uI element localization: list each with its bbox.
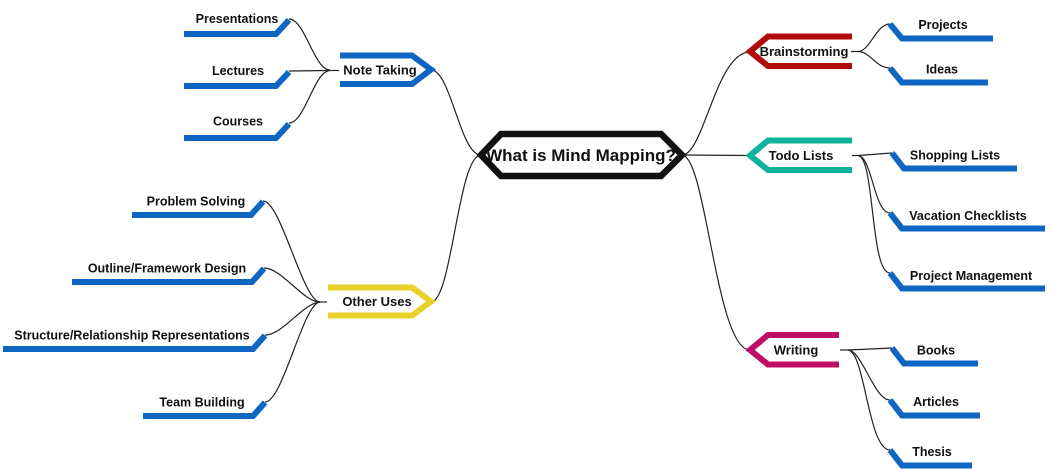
leaf-problem-solving[interactable]: Problem Solving xyxy=(132,195,266,218)
center-topic[interactable]: What is Mind Mapping? xyxy=(476,130,687,180)
leaf-thesis-underline[interactable] xyxy=(887,448,972,469)
connector-writing-to-articles xyxy=(847,349,891,401)
leaf-outline-framework-design[interactable]: Outline/Framework Design xyxy=(72,262,267,285)
branch-other-uses-label[interactable]: Other Uses xyxy=(342,294,411,309)
connector-note-taking-to-lectures xyxy=(288,69,331,72)
leaf-team-building-underline[interactable] xyxy=(143,400,268,419)
leaf-thesis[interactable]: Thesis xyxy=(887,445,972,469)
connector-todo-lists-to-shopping-lists xyxy=(857,152,893,157)
branch-writing-label[interactable]: Writing xyxy=(774,343,819,358)
connector-other-uses-to-outline xyxy=(263,267,321,303)
connector-note-taking-to-presentations xyxy=(288,18,331,71)
leaf-shopping-lists[interactable]: Shopping Lists xyxy=(889,149,1017,172)
connector-todo-lists-to-project-management xyxy=(857,154,891,274)
connector-writing-to-thesis xyxy=(847,349,891,451)
leaf-problem-solving-underline[interactable] xyxy=(132,199,266,218)
connector-brainstorming-to-ideas xyxy=(857,50,891,69)
leaf-books[interactable]: Books xyxy=(889,344,978,367)
leaf-courses-label[interactable]: Courses xyxy=(213,115,263,129)
branch-todo-lists-shape[interactable] xyxy=(745,137,852,173)
leaf-project-management-underline[interactable] xyxy=(887,271,1045,292)
branch-brainstorming-label[interactable]: Brainstorming xyxy=(760,44,849,59)
leaf-courses-underline[interactable] xyxy=(184,121,292,141)
branch-note-taking: Note Taking Presentations Lectures Cours… xyxy=(184,12,437,141)
leaf-lectures-underline[interactable] xyxy=(184,69,292,89)
center-topic-shape[interactable] xyxy=(476,130,687,180)
connector-other-uses-to-structure xyxy=(264,301,321,336)
connector-other-uses-to-problem-solving xyxy=(262,200,321,303)
branch-other-uses-shape[interactable] xyxy=(328,284,437,319)
connector-todo-lists-to-vacation-checklists xyxy=(857,154,891,214)
leaf-lectures[interactable]: Lectures xyxy=(184,64,292,89)
connector-center-to-todo-lists xyxy=(681,154,749,157)
leaf-projects[interactable]: Projects xyxy=(887,18,993,42)
leaf-articles[interactable]: Articles xyxy=(887,395,980,419)
leaf-team-building-label[interactable]: Team Building xyxy=(159,396,244,410)
leaf-structure-relationship-representations[interactable]: Structure/Relationship Representations xyxy=(3,329,268,352)
connector-brainstorming-to-projects xyxy=(857,23,891,53)
leaf-presentations-label[interactable]: Presentations xyxy=(196,12,279,26)
leaf-shopping-lists-underline[interactable] xyxy=(889,151,1017,172)
leaf-books-underline[interactable] xyxy=(889,346,978,367)
connector-center-to-writing xyxy=(681,154,751,351)
leaf-outline-framework-design-label[interactable]: Outline/Framework Design xyxy=(88,262,246,276)
connector-other-uses-to-team-building xyxy=(264,301,321,403)
branch-note-taking-shape[interactable] xyxy=(340,52,437,87)
leaf-structure-relationship-representations-underline[interactable] xyxy=(3,333,268,352)
connector-center-to-brainstorming xyxy=(681,51,751,156)
leaf-project-management-label[interactable]: Project Management xyxy=(910,269,1033,283)
leaf-shopping-lists-label[interactable]: Shopping Lists xyxy=(910,149,1000,163)
leaf-vacation-checklists[interactable]: Vacation Checklists xyxy=(887,209,1045,232)
connector-center-to-note-taking xyxy=(430,69,482,156)
leaf-project-management[interactable]: Project Management xyxy=(887,269,1045,292)
leaf-articles-label[interactable]: Articles xyxy=(913,395,959,409)
branch-todo-lists: Todo Lists Shopping Lists Vacation Check… xyxy=(745,137,1045,292)
leaf-vacation-checklists-label[interactable]: Vacation Checklists xyxy=(909,209,1026,223)
center-connectors xyxy=(430,51,751,351)
leaf-thesis-label[interactable]: Thesis xyxy=(912,445,952,459)
leaf-outline-framework-design-underline[interactable] xyxy=(72,266,267,285)
branch-writing: Writing Books Articles Thesis xyxy=(745,332,980,469)
leaf-projects-label[interactable]: Projects xyxy=(918,18,967,32)
connector-note-taking-to-courses xyxy=(288,69,331,124)
leaf-structure-relationship-representations-label[interactable]: Structure/Relationship Representations xyxy=(14,329,250,343)
leaf-ideas-underline[interactable] xyxy=(887,66,988,86)
leaf-ideas[interactable]: Ideas xyxy=(887,63,988,86)
leaf-courses[interactable]: Courses xyxy=(184,115,292,141)
branch-other-uses: Other Uses Problem Solving Outline/Frame… xyxy=(3,195,437,419)
connector-writing-to-books xyxy=(847,347,893,351)
leaf-problem-solving-label[interactable]: Problem Solving xyxy=(147,195,246,209)
branch-todo-lists-label[interactable]: Todo Lists xyxy=(769,148,834,163)
leaf-team-building[interactable]: Team Building xyxy=(143,396,268,419)
branch-brainstorming-shape[interactable] xyxy=(745,33,852,69)
leaf-articles-underline[interactable] xyxy=(887,398,980,419)
leaf-presentations-underline[interactable] xyxy=(184,17,292,37)
leaf-ideas-label[interactable]: Ideas xyxy=(926,63,958,77)
center-topic-label[interactable]: What is Mind Mapping? xyxy=(486,146,676,165)
leaf-lectures-label[interactable]: Lectures xyxy=(212,64,264,78)
branch-note-taking-label[interactable]: Note Taking xyxy=(343,63,416,78)
leaf-vacation-checklists-underline[interactable] xyxy=(887,211,1045,232)
branch-writing-shape[interactable] xyxy=(745,332,839,368)
branch-brainstorming: Brainstorming Projects Ideas xyxy=(745,18,993,86)
leaf-presentations[interactable]: Presentations xyxy=(184,12,292,37)
connector-center-to-other-uses xyxy=(430,154,482,303)
leaf-books-label[interactable]: Books xyxy=(917,344,955,358)
leaf-projects-underline[interactable] xyxy=(887,22,993,42)
